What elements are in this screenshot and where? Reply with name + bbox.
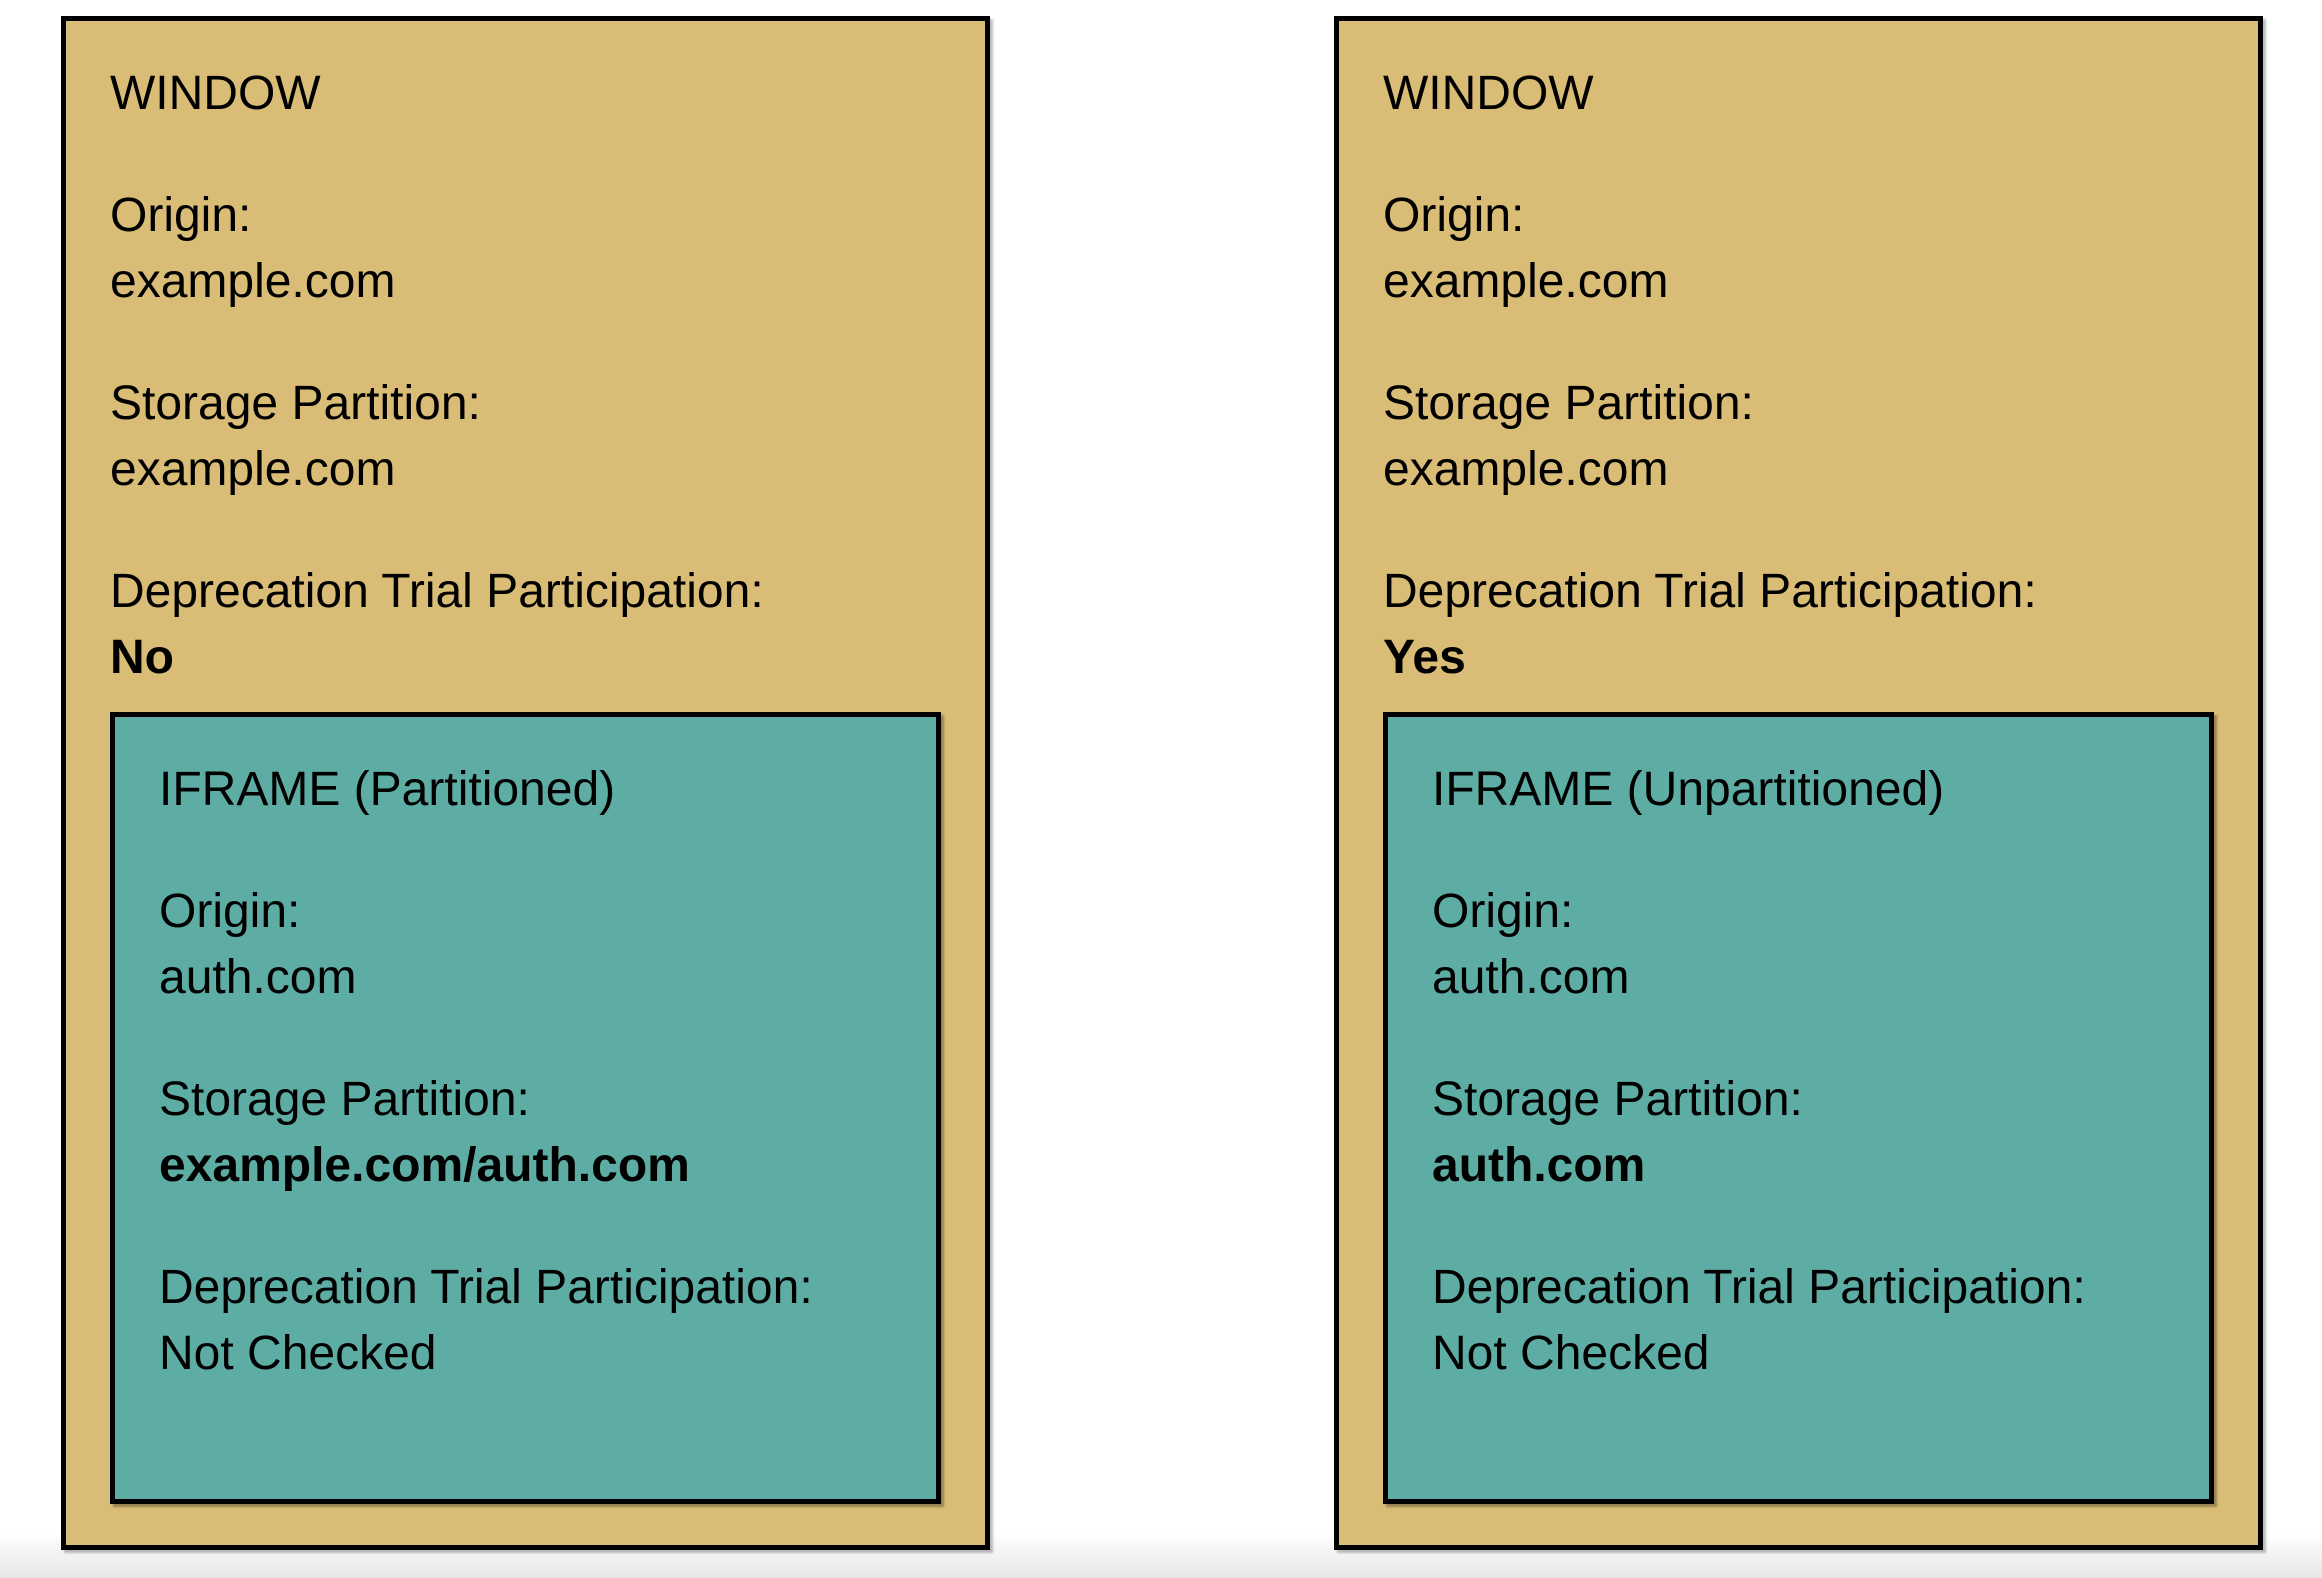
field-deprecation-trial: Deprecation Trial Participation: Yes	[1383, 559, 2214, 691]
field-storage-partition: Storage Partition: example.com	[1383, 371, 2214, 503]
window-title: WINDOW	[110, 67, 321, 120]
field-value: Not Checked	[159, 1327, 437, 1380]
field-label: Origin:	[1432, 885, 1574, 938]
field-value: auth.com	[1432, 1139, 1646, 1192]
field-label: Storage Partition:	[159, 1073, 530, 1126]
field-origin: Origin: example.com	[110, 183, 941, 315]
field-value: No	[110, 631, 174, 684]
field-value: auth.com	[159, 951, 357, 1004]
field-deprecation-trial: Deprecation Trial Participation: Not Che…	[1432, 1255, 2165, 1387]
window-title: WINDOW	[1383, 67, 1594, 120]
field-value: example.com	[110, 255, 396, 308]
field-label: Deprecation Trial Participation:	[1383, 565, 2037, 618]
field-value: Yes	[1383, 631, 1466, 684]
field-value: example.com	[1383, 443, 1669, 496]
field-value: auth.com	[1432, 951, 1630, 1004]
field-storage-partition: Storage Partition: example.com	[110, 371, 941, 503]
field-origin: Origin: example.com	[1383, 183, 2214, 315]
iframe-title: IFRAME (Unpartitioned)	[1432, 763, 1945, 816]
field-label: Deprecation Trial Participation:	[159, 1261, 813, 1314]
iframe-title: IFRAME (Partitioned)	[159, 763, 616, 816]
field-storage-partition: Storage Partition: example.com/auth.com	[159, 1067, 892, 1199]
field-label: Deprecation Trial Participation:	[110, 565, 764, 618]
field-deprecation-trial: Deprecation Trial Participation: No	[110, 559, 941, 691]
field-label: Storage Partition:	[1383, 377, 1754, 430]
field-value: Not Checked	[1432, 1327, 1710, 1380]
field-label: Storage Partition:	[1432, 1073, 1803, 1126]
field-label: Deprecation Trial Participation:	[1432, 1261, 2086, 1314]
field-storage-partition: Storage Partition: auth.com	[1432, 1067, 2165, 1199]
window-box-no-trial: WINDOW Origin: example.com Storage Parti…	[61, 16, 990, 1550]
field-value: example.com	[1383, 255, 1669, 308]
iframe-box-unpartitioned: IFRAME (Unpartitioned) Origin: auth.com …	[1383, 712, 2214, 1504]
field-value: example.com	[110, 443, 396, 496]
field-origin: Origin: auth.com	[159, 879, 892, 1011]
field-label: Origin:	[1383, 189, 1525, 242]
iframe-box-partitioned: IFRAME (Partitioned) Origin: auth.com St…	[110, 712, 941, 1504]
field-label: Origin:	[110, 189, 252, 242]
window-box-with-trial: WINDOW Origin: example.com Storage Parti…	[1334, 16, 2263, 1550]
field-origin: Origin: auth.com	[1432, 879, 2165, 1011]
field-deprecation-trial: Deprecation Trial Participation: Not Che…	[159, 1255, 892, 1387]
field-label: Storage Partition:	[110, 377, 481, 430]
field-label: Origin:	[159, 885, 301, 938]
field-value: example.com/auth.com	[159, 1139, 690, 1192]
